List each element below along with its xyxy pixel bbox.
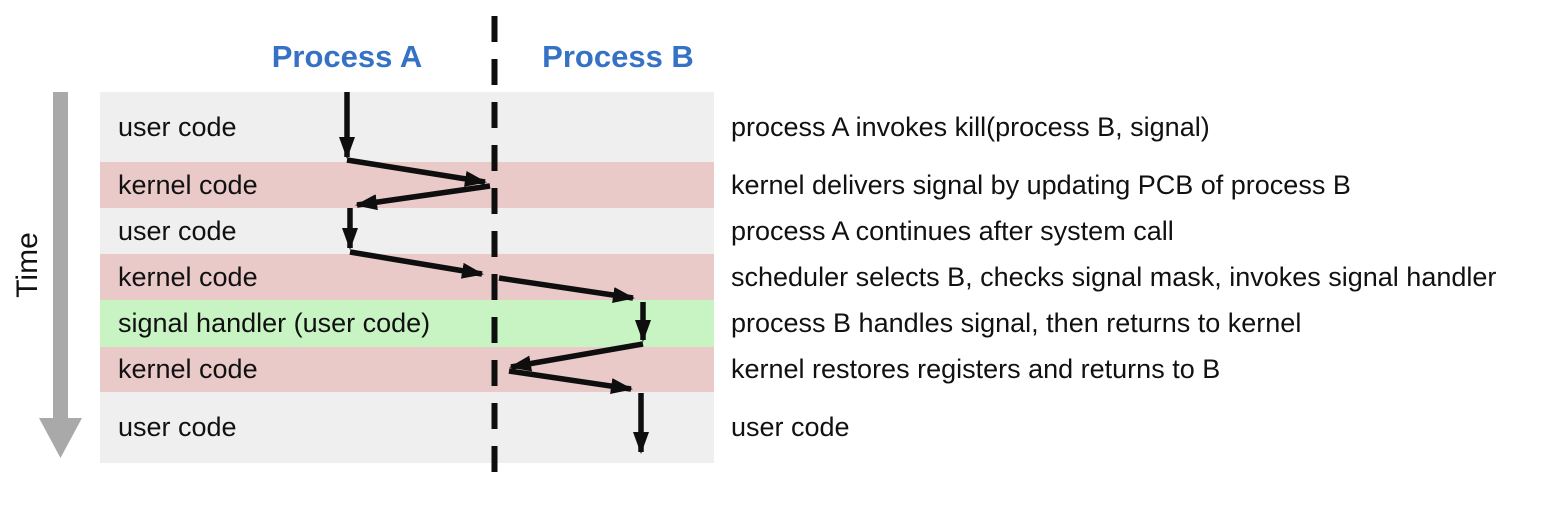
- time-axis-label: Time: [11, 232, 44, 298]
- row-label: kernel code: [118, 354, 258, 384]
- row-label: user code: [118, 412, 237, 442]
- row-label: user code: [118, 215, 237, 246]
- row-annotation: process A continues after system call: [731, 215, 1174, 246]
- flow-arrow-segment: [498, 275, 635, 303]
- flow-arrow-segment: [508, 368, 633, 394]
- row-annotation: process B handles signal, then returns t…: [731, 308, 1302, 338]
- time-arrow-shaft: [53, 92, 68, 420]
- row-annotation: scheduler selects B, checks signal mask,…: [731, 261, 1497, 292]
- row-annotation: kernel delivers signal by updating PCB o…: [731, 169, 1351, 200]
- row-band: [100, 392, 714, 463]
- row-band: [100, 208, 714, 254]
- row-annotation: process A invokes kill(process B, signal…: [731, 111, 1210, 142]
- process-b-header: Process B: [542, 39, 694, 74]
- flow-arrow-segment: [509, 341, 644, 372]
- flow-arrow-segment: [346, 157, 487, 187]
- row-label: signal handler (user code): [118, 308, 431, 338]
- row-annotation: kernel restores registers and returns to…: [731, 354, 1221, 384]
- flow-arrow-segment: [349, 249, 484, 279]
- row-band: [100, 300, 714, 347]
- row-label: user code: [118, 111, 237, 142]
- flow-arrow-segment: [355, 183, 491, 211]
- row-label: kernel code: [118, 169, 258, 200]
- row-label: kernel code: [118, 261, 258, 292]
- row-band: [100, 92, 714, 162]
- time-arrow-head: [39, 418, 82, 458]
- row-annotation: user code: [731, 412, 850, 442]
- control-flow-path: [339, 92, 651, 454]
- process-a-header: Process A: [271, 39, 423, 74]
